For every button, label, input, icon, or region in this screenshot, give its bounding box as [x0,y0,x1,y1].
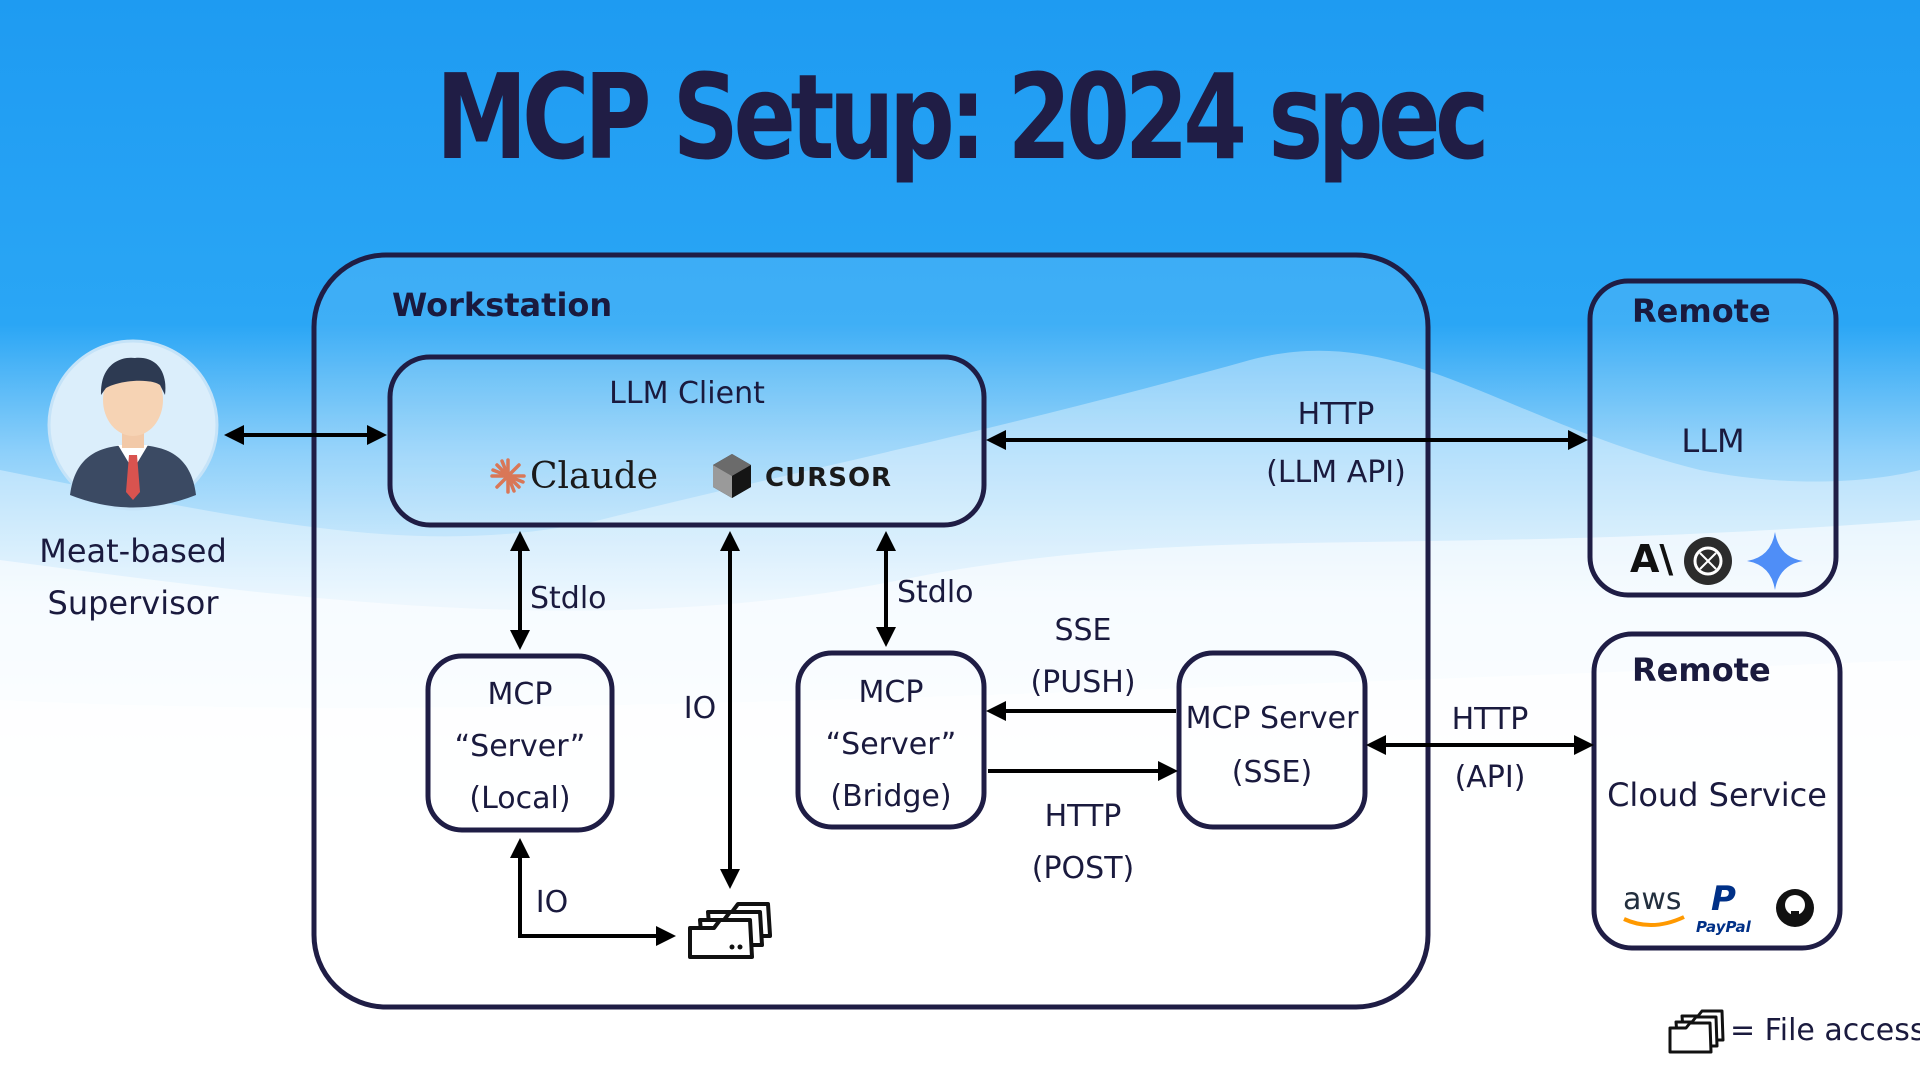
mcp-server-sse-box [1176,650,1368,830]
cursor-wordmark: CURSOR [765,463,892,493]
mcp-bridge-line1: MCP [859,675,924,710]
remote-llm-label: Remote [1632,292,1771,330]
mcp-local-line3: (Local) [469,781,570,816]
remote-cloud-content: Cloud Service [1607,776,1827,814]
http-post-label-line2: (POST) [1032,851,1134,886]
claude-wordmark: Claude [530,456,658,497]
mcp-bridge-line3: (Bridge) [830,779,951,814]
http-api-label-line1: HTTP [1452,702,1529,737]
remote-llm-content: LLM [1681,422,1744,460]
http-post-label-line1: HTTP [1045,799,1122,834]
remote-cloud-label: Remote [1632,651,1771,689]
remote-cloud-box [1591,631,1843,951]
workstation-label: Workstation [392,286,612,324]
github-logo-icon [1776,889,1814,927]
aws-smile-icon [1623,915,1685,928]
supervisor-label-line2: Supervisor [48,584,220,622]
http-llm-api-label-line1: HTTP [1298,397,1375,432]
supervisor-label-line1: Meat-based [39,532,227,570]
mcp-local-line2: “Server” [455,729,586,764]
anthropic-logo-icon: A\ [1630,537,1673,581]
folder-stack-icon [688,902,772,959]
mcp-bridge-line2: “Server” [826,727,957,762]
svg-text:P: P [1711,879,1736,919]
llm-client-box [387,354,987,528]
mcp-server-local-box [425,653,615,833]
legend-text: = File access [1730,1013,1920,1048]
page-title: MCP Setup: 2024 spec [435,48,1490,186]
stdio-right-label: Stdlo [897,575,974,610]
supervisor-avatar [47,339,219,511]
legend-folder-icon [1668,1009,1725,1054]
io-vertical-label: IO [684,691,716,726]
mcp-server-bridge-box [795,650,987,830]
mcp-sse-line1: MCP Server [1186,701,1360,736]
arrow-io-bottom [510,838,676,946]
remote-llm-box [1587,278,1839,598]
paypal-logo-icon: P PayPal [1696,879,1752,936]
llm-client-label: LLM Client [609,376,765,411]
sse-push-label-line2: (PUSH) [1030,665,1135,700]
openai-logo-icon [1684,537,1732,585]
claude-logo-icon [490,458,526,494]
stdio-left-label: Stdlo [530,581,607,616]
gemini-logo-icon [1747,532,1803,590]
sse-push-label-line1: SSE [1054,613,1111,648]
io-bottom-label: IO [536,885,568,920]
mcp-local-line1: MCP [488,677,553,712]
aws-logo-icon: aws [1623,882,1682,917]
cursor-logo-icon [713,454,751,498]
mcp-sse-line2: (SSE) [1232,755,1312,790]
http-api-label-line2: (API) [1455,760,1526,795]
paypal-wordmark: PayPal [1696,918,1752,936]
http-llm-api-label-line2: (LLM API) [1266,455,1406,490]
